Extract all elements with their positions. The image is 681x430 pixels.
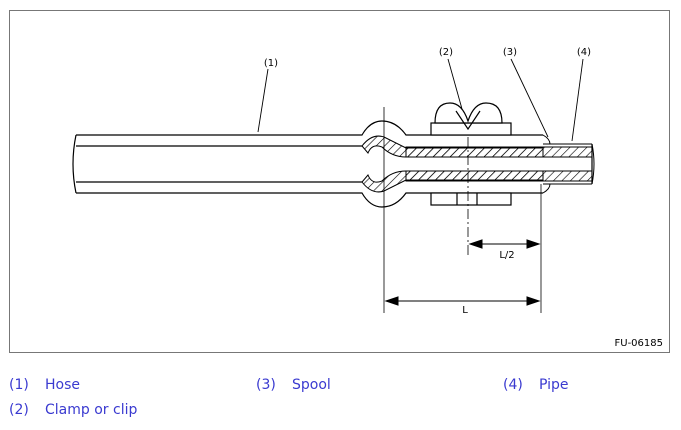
legend-number: (1) bbox=[9, 377, 29, 393]
legend-number: (2) bbox=[9, 402, 29, 418]
legend-label: Pipe bbox=[539, 377, 569, 393]
legend-label: Clamp or clip bbox=[45, 402, 138, 418]
dimension-half-length bbox=[468, 239, 541, 249]
legend-item-clamp: (2) Clamp or clip bbox=[9, 402, 137, 418]
callout-pipe: (4) bbox=[577, 47, 591, 58]
clamp bbox=[430, 102, 512, 206]
callout-hose: (1) bbox=[264, 58, 278, 69]
hose bbox=[72, 120, 543, 208]
legend-number: (3) bbox=[256, 377, 276, 393]
callout-spool: (3) bbox=[503, 47, 517, 58]
pipe bbox=[405, 134, 595, 194]
legend-number: (4) bbox=[503, 377, 523, 393]
legend-label: Hose bbox=[45, 377, 80, 393]
label-length: L bbox=[462, 305, 468, 316]
label-half-length: L/2 bbox=[499, 250, 514, 261]
dimension-length bbox=[384, 296, 541, 306]
leader-lines bbox=[257, 58, 584, 142]
legend-item-hose: (1) Hose bbox=[9, 377, 80, 393]
figure-frame: L/2 L (1) (2) (3) (4) FU-06185 bbox=[9, 10, 670, 353]
legend-item-pipe: (4) Pipe bbox=[503, 377, 569, 393]
figure-code: FU-06185 bbox=[614, 338, 664, 349]
center-lines bbox=[383, 107, 542, 313]
legend: (1) Hose (2) Clamp or clip (3) Spool (4) Pip… bbox=[9, 377, 674, 427]
legend-label: Spool bbox=[292, 377, 331, 393]
legend-item-spool: (3) Spool bbox=[256, 377, 331, 393]
callout-clamp: (2) bbox=[439, 47, 453, 58]
hose-connection-diagram: L/2 L (1) (2) (3) (4) bbox=[72, 47, 595, 316]
pipe-bulge bbox=[361, 135, 544, 193]
